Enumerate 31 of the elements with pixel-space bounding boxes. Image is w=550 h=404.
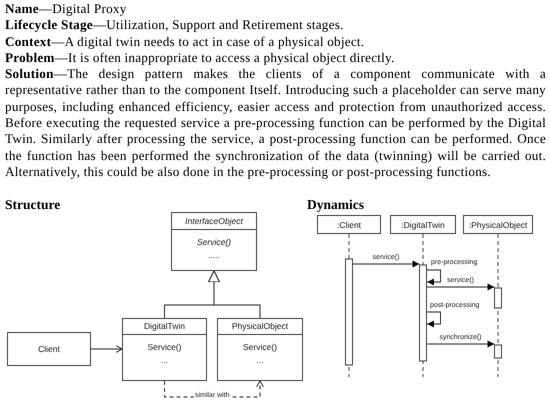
paragraph: Problem—It is often inappropriate to access a physical object directly. (5, 50, 396, 66)
paragraph: Name—Digital Proxy (5, 1, 128, 18)
arrow (90, 345, 122, 353)
method-name: Service() (242, 342, 277, 352)
ellipsis: ... (160, 355, 168, 365)
class-box (217, 318, 303, 381)
class-name: Client (38, 344, 60, 354)
method-name: Service() (147, 342, 182, 352)
paragraph: Solution—The design pattern makes the clients of a component communicate with a representative rather than to the component Itself. Introducing such a placeholder can serve many purposes, including enhanced efficiency, easier access and protection from unauthorized access. Before executing the requested service a pre-processing function can be performed by the Digital Twin. Similarly after processing the service, a post-processing function can be performed. Once the function has been performed the synchronization of the data (twinning) will be carried out. Alternatively, this could be also done in the pre-processing or post-processing functions. (5, 66, 546, 180)
section-heading: Structure (5, 197, 60, 213)
self-message-arrow (426, 270, 441, 286)
lifeline-head: :PhysicalObject (463, 215, 533, 234)
lifeline-head: :Client (317, 215, 381, 234)
paragraph: Lifecycle Stage—Utilization, Support and Retirement stages. (5, 17, 345, 34)
class-name: PhysicalObject (232, 321, 288, 331)
class-name: InterfaceObject (185, 216, 243, 226)
message-arrow (352, 260, 420, 268)
lifeline-head: :DigitalTwin (390, 215, 456, 234)
actor-box (7, 332, 91, 366)
class-box (122, 318, 207, 381)
generalization-arrow (208, 270, 260, 318)
self-message-arrow (426, 312, 441, 328)
paragraph: Context—A digital twin needs to act in case of a physical object. (5, 34, 366, 50)
ellipsis: ..... (208, 250, 220, 260)
ellipsis: ... (256, 355, 264, 365)
class-box (171, 212, 257, 271)
method-name: Service() (196, 237, 231, 247)
message-arrow (426, 340, 495, 348)
class-name: DigitalTwin (144, 321, 186, 331)
message-arrow (426, 284, 495, 290)
section-heading: Dynamics (307, 197, 364, 213)
